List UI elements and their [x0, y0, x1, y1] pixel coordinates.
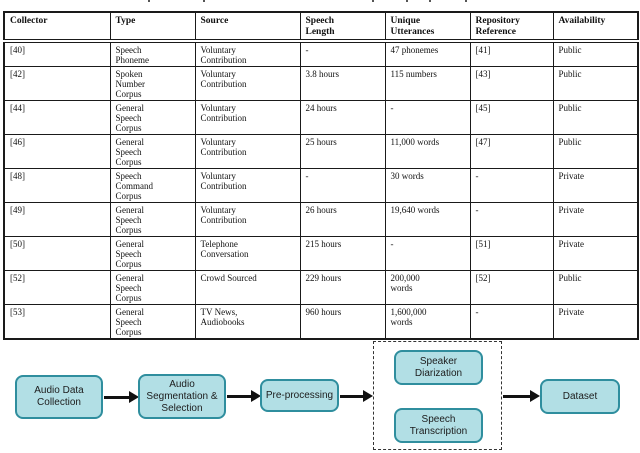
- table-cell: [42]: [3, 66, 111, 101]
- table-cell: [49]: [3, 202, 111, 237]
- col-header-collector: Collector: [3, 11, 111, 43]
- table-cell: -: [469, 168, 554, 203]
- table-cell: [52]: [469, 270, 554, 305]
- table-cell: Voluntary Contribution: [194, 202, 301, 237]
- table-cell: -: [469, 304, 554, 340]
- table-cell: 215 hours: [299, 236, 386, 271]
- table-cell: Public: [552, 66, 639, 101]
- table-cell: [53]: [3, 304, 111, 340]
- table-cell: Public: [552, 40, 639, 67]
- table-cell: Public: [552, 100, 639, 135]
- pipeline-diagram: Audio Data Collection Audio Segmentation…: [0, 330, 640, 453]
- table-cell: 25 hours: [299, 134, 386, 169]
- table-cell: General Speech Corpus: [109, 236, 196, 271]
- table-cell: Voluntary Contribution: [194, 134, 301, 169]
- table-cell: General Speech Corpus: [109, 134, 196, 169]
- arrow-segmentation-to-preprocessing: [227, 390, 261, 402]
- table-cell: 19,640 words: [384, 202, 471, 237]
- table-cell: Telephone Conversation: [194, 236, 301, 271]
- node-preprocessing: Pre-processing: [260, 379, 339, 412]
- table-cell: General Speech Corpus: [109, 304, 196, 340]
- table-cell: 11,000 words: [384, 134, 471, 169]
- table-cell: [43]: [469, 66, 554, 101]
- table-cell: [50]: [3, 236, 111, 271]
- table-cell: 229 hours: [299, 270, 386, 305]
- arrow-collection-to-segmentation: [104, 391, 139, 403]
- table-cell: Private: [552, 236, 639, 271]
- col-header-repository-reference: Repository Reference: [469, 11, 554, 43]
- table-cell: Private: [552, 202, 639, 237]
- table-cell: Private: [552, 304, 639, 340]
- table-cell: 200,000 words: [384, 270, 471, 305]
- table-cell: General Speech Corpus: [109, 100, 196, 135]
- table-cell: 115 numbers: [384, 66, 471, 101]
- col-header-unique-utterances: Unique Utterances: [384, 11, 471, 43]
- table-cell: [51]: [469, 236, 554, 271]
- table-cell: Speech Phoneme: [109, 40, 196, 67]
- table-cell: Voluntary Contribution: [194, 66, 301, 101]
- table-cell: General Speech Corpus: [109, 202, 196, 237]
- table-cell: -: [469, 202, 554, 237]
- table-cell: 960 hours: [299, 304, 386, 340]
- table-cell: 30 words: [384, 168, 471, 203]
- node-speaker-diarization: Speaker Diarization: [394, 350, 483, 385]
- table-cell: [46]: [3, 134, 111, 169]
- table-cell: -: [384, 100, 471, 135]
- table-cell: [44]: [3, 100, 111, 135]
- table-cell: General Speech Corpus: [109, 270, 196, 305]
- col-header-source: Source: [194, 11, 301, 43]
- table-cell: 26 hours: [299, 202, 386, 237]
- table-cell: Voluntary Contribution: [194, 40, 301, 67]
- table-cell: -: [299, 40, 386, 67]
- node-audio-segmentation-selection: Audio Segmentation & Selection: [138, 374, 226, 419]
- table-cell: Public: [552, 270, 639, 305]
- table-header: Collector Type Source Speech Length Uniq…: [3, 11, 639, 43]
- table-cell: Speech Command Corpus: [109, 168, 196, 203]
- table-cell: [47]: [469, 134, 554, 169]
- table-cell: [41]: [469, 40, 554, 67]
- table-cell: -: [299, 168, 386, 203]
- table-cell: [52]: [3, 270, 111, 305]
- table-cell: [40]: [3, 40, 111, 67]
- col-header-availability: Availability: [552, 11, 639, 43]
- col-header-speech-length: Speech Length: [299, 11, 386, 43]
- col-header-type: Type: [109, 11, 196, 43]
- table-cell: [45]: [469, 100, 554, 135]
- table-cell: [48]: [3, 168, 111, 203]
- node-dataset: Dataset: [540, 379, 620, 414]
- table-header-row: Collector Type Source Speech Length Uniq…: [3, 11, 639, 43]
- speech-corpora-table: Collector Type Source Speech Length Uniq…: [3, 11, 639, 340]
- table-cell: 24 hours: [299, 100, 386, 135]
- table-cell: Spoken Number Corpus: [109, 66, 196, 101]
- arrow-annotation-to-dataset: [503, 390, 540, 402]
- table-cell: 3.8 hours: [299, 66, 386, 101]
- table-cell: Crowd Sourced: [194, 270, 301, 305]
- table-cell: -: [384, 236, 471, 271]
- annotation-dashed-group: [373, 341, 502, 450]
- table-cell: Public: [552, 134, 639, 169]
- table-cell: Voluntary Contribution: [194, 100, 301, 135]
- node-audio-data-collection: Audio Data Collection: [15, 375, 103, 419]
- table-cell: 47 phonemes: [384, 40, 471, 67]
- table-cell: Voluntary Contribution: [194, 168, 301, 203]
- arrow-preprocessing-to-annotation: [340, 390, 373, 402]
- node-speech-transcription: Speech Transcription: [394, 408, 483, 443]
- table-cell: Private: [552, 168, 639, 203]
